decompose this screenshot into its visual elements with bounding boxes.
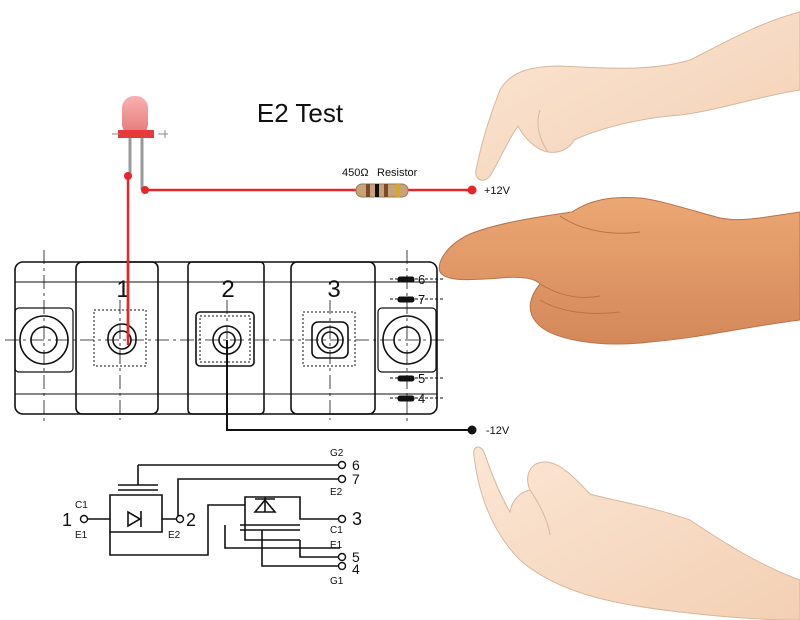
sch-e1-left: E1 [75,530,88,541]
sch-pin-3: 3 [352,509,362,529]
sch-e2-right: E2 [330,487,343,498]
led [112,96,168,190]
side-pins [390,276,444,402]
sch-c1-left: C1 [75,500,88,511]
pin-5-label: 5 [418,371,425,386]
negative-supply-label: -12V [486,425,510,437]
sch-g1: G1 [330,576,344,587]
sch-terminal-2: 2 [186,510,196,530]
sch-e1-right: E1 [330,540,343,551]
positive-terminal-dot [467,185,477,195]
black-wire [226,340,472,431]
terminal-3-label: 3 [327,276,340,303]
sch-g2: G2 [330,448,344,459]
positive-supply-label: +12V [484,185,511,197]
sch-c1-right: C1 [330,525,343,536]
sch-e2-mid: E2 [168,530,181,541]
sch-pin-5: 5 [352,549,360,565]
schematic-terminals [79,460,347,571]
pin-4-label: 4 [418,391,425,406]
page-title: E2 Test [257,98,344,128]
resistor [355,183,409,198]
sch-terminal-1: 1 [62,510,72,530]
red-wires [126,176,472,340]
top-hand-illustration [475,11,800,181]
negative-terminal-dot [467,425,477,435]
terminal-1-label: 1 [116,276,129,303]
sch-pin-4: 4 [352,561,360,577]
resistor-label: Resistor [377,167,418,179]
schematic [88,464,340,567]
resistor-value: 450Ω [342,167,369,179]
middle-hand-pointing [438,197,800,345]
sch-pin-7: 7 [352,471,360,487]
pin-6-label: 6 [418,272,425,287]
terminal-2-label: 2 [221,276,234,303]
pin-7-label: 7 [418,292,425,307]
bottom-hand-illustration [473,446,800,620]
sch-pin-6: 6 [352,457,360,473]
